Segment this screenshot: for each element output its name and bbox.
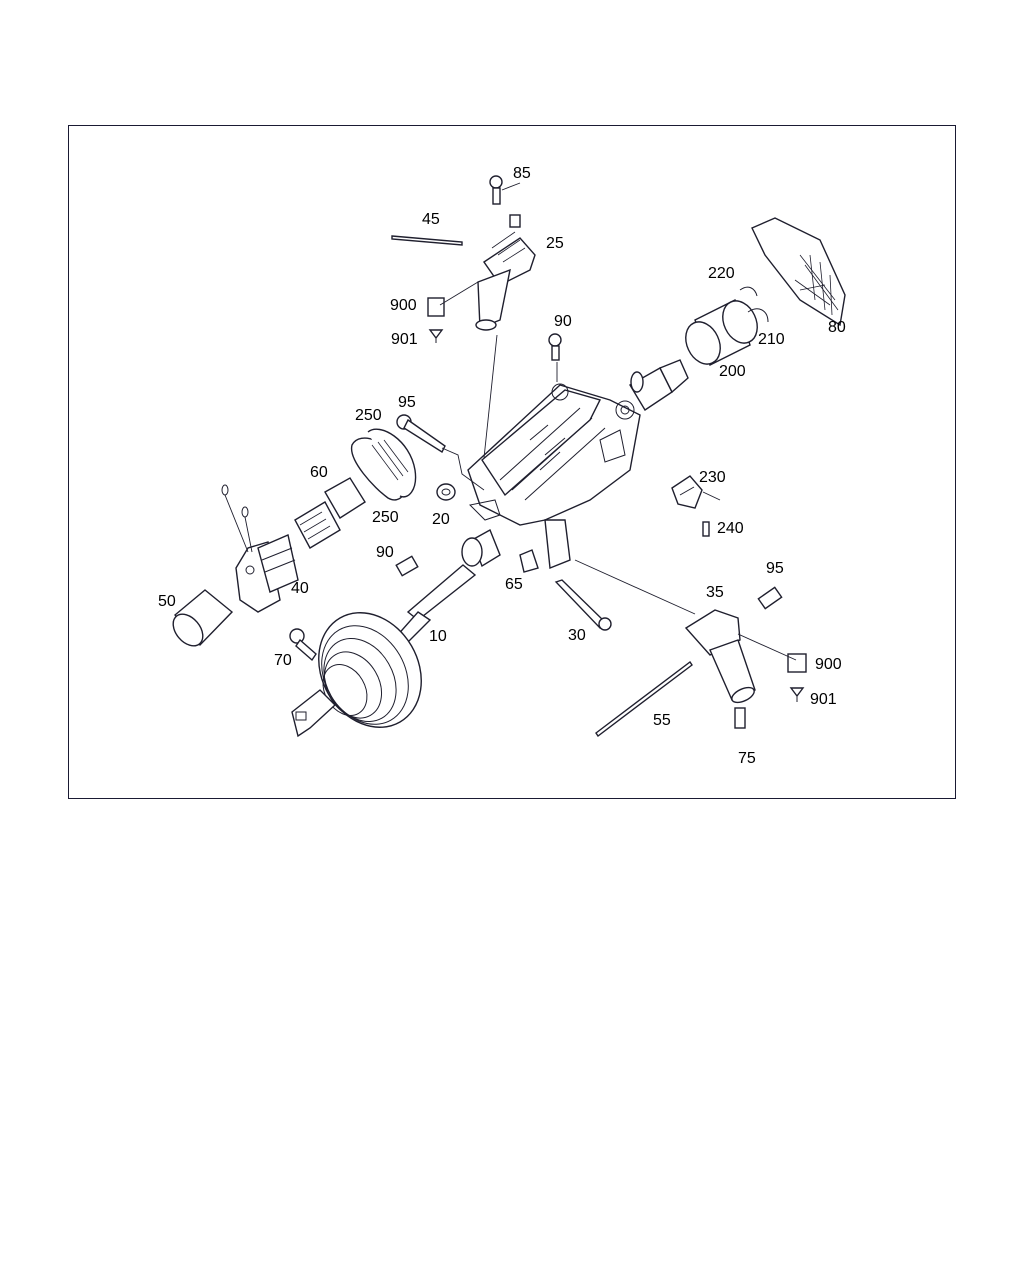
adjust-motor-upper (475, 214, 536, 331)
label-210: 210 (758, 331, 785, 348)
label-70: 70 (274, 652, 292, 669)
pin-45 (391, 235, 463, 246)
label-900-lower: 900 (815, 656, 842, 673)
steering-boot (291, 612, 422, 738)
label-240: 240 (717, 520, 744, 537)
label-220: 220 (708, 265, 735, 282)
label-250-upper: 250 (355, 407, 382, 424)
screw-75 (734, 707, 746, 729)
label-110: 95 (398, 394, 416, 411)
screw-240 (702, 521, 710, 537)
coupling-60 (294, 477, 366, 549)
part-labels: 85 45 25 900 901 220 80 210 90 200 95 25… (158, 165, 846, 767)
label-55: 55 (653, 712, 671, 729)
leader-lines (439, 182, 797, 661)
label-60: 60 (310, 464, 328, 481)
clamp-half-250 (351, 428, 417, 501)
label-45: 45 (422, 211, 440, 228)
part-901-upper (428, 329, 444, 343)
upper-shaft-end (629, 359, 689, 411)
label-50: 50 (158, 593, 176, 610)
lower-shaft (393, 529, 501, 646)
nut-20 (436, 483, 456, 501)
sleeve-50 (172, 589, 234, 647)
clip-210 (747, 308, 769, 323)
diagram-frame (68, 125, 956, 799)
label-200: 200 (719, 363, 746, 380)
plug-65 (519, 549, 539, 573)
label-900-upper: 900 (390, 297, 417, 314)
bolt-30 (554, 579, 612, 631)
label-95: 95 (766, 560, 784, 577)
clip-220 (739, 286, 758, 297)
label-75: 75 (738, 750, 756, 767)
label-901-lower: 901 (810, 691, 837, 708)
screw-85 (489, 175, 503, 205)
part-901-lower (789, 687, 805, 702)
label-230: 230 (699, 469, 726, 486)
screw-90 (395, 555, 419, 577)
sleeve (685, 299, 758, 366)
switch-module (671, 475, 703, 509)
label-40: 40 (291, 580, 309, 597)
bolt-110 (396, 414, 446, 454)
label-250-lower: 250 (372, 509, 399, 526)
steering-column-housing (467, 383, 641, 569)
label-901-upper: 901 (391, 331, 418, 348)
label-100: 90 (554, 313, 572, 330)
part-900-lower (787, 653, 807, 673)
screw-95 (757, 586, 783, 610)
screw-70 (289, 628, 317, 662)
label-20: 20 (432, 511, 450, 528)
label-80: 80 (828, 319, 846, 336)
label-65: 65 (505, 576, 523, 593)
adjust-motor-lower (684, 609, 756, 704)
label-35: 35 (706, 584, 724, 601)
label-25: 25 (546, 235, 564, 252)
label-90: 90 (376, 544, 394, 561)
label-10: 10 (429, 628, 447, 645)
label-85: 85 (513, 165, 531, 182)
screw-100 (548, 333, 562, 361)
pin-55 (595, 660, 693, 738)
label-30: 30 (568, 627, 586, 644)
part-900-upper (427, 297, 445, 317)
cover-panel (751, 217, 846, 327)
bracket-40 (221, 484, 299, 613)
